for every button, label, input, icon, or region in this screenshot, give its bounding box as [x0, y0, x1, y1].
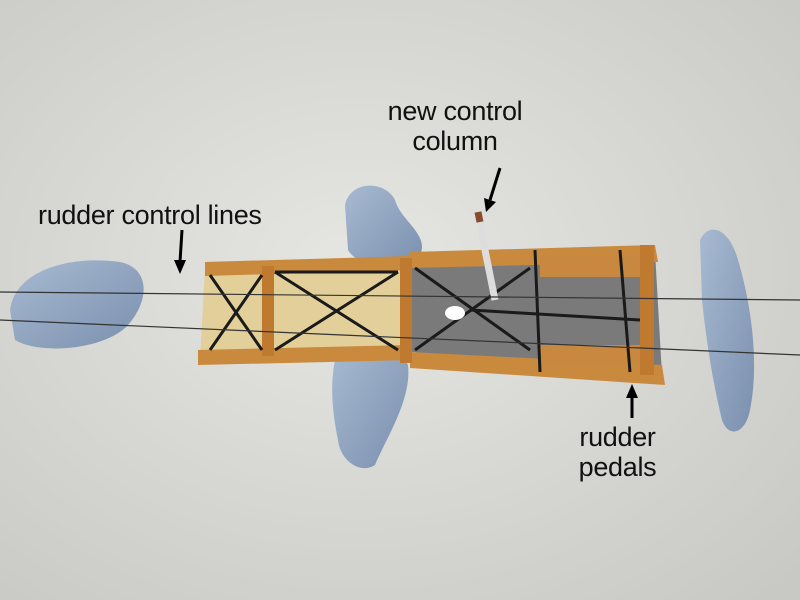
label-pedals-line2: pedals	[578, 452, 657, 482]
arrows	[174, 167, 638, 418]
putty-blob-top	[345, 185, 423, 268]
arrow-control-lines	[178, 229, 184, 263]
label-pedals: rudder pedals	[560, 422, 675, 482]
arrow-control-column	[488, 167, 502, 201]
putty-blob-bottom	[332, 345, 409, 469]
label-pedals-line1: rudder	[579, 422, 656, 452]
label-control-lines: rudder control lines	[38, 200, 262, 230]
label-control-column-line1: new control	[387, 96, 523, 126]
rudder-control-lines	[0, 291, 800, 356]
label-control-column: new control column	[380, 96, 530, 156]
label-control-column-line2: column	[412, 126, 498, 156]
putty-blob-left	[10, 260, 144, 349]
putty-blob-right	[700, 229, 755, 432]
